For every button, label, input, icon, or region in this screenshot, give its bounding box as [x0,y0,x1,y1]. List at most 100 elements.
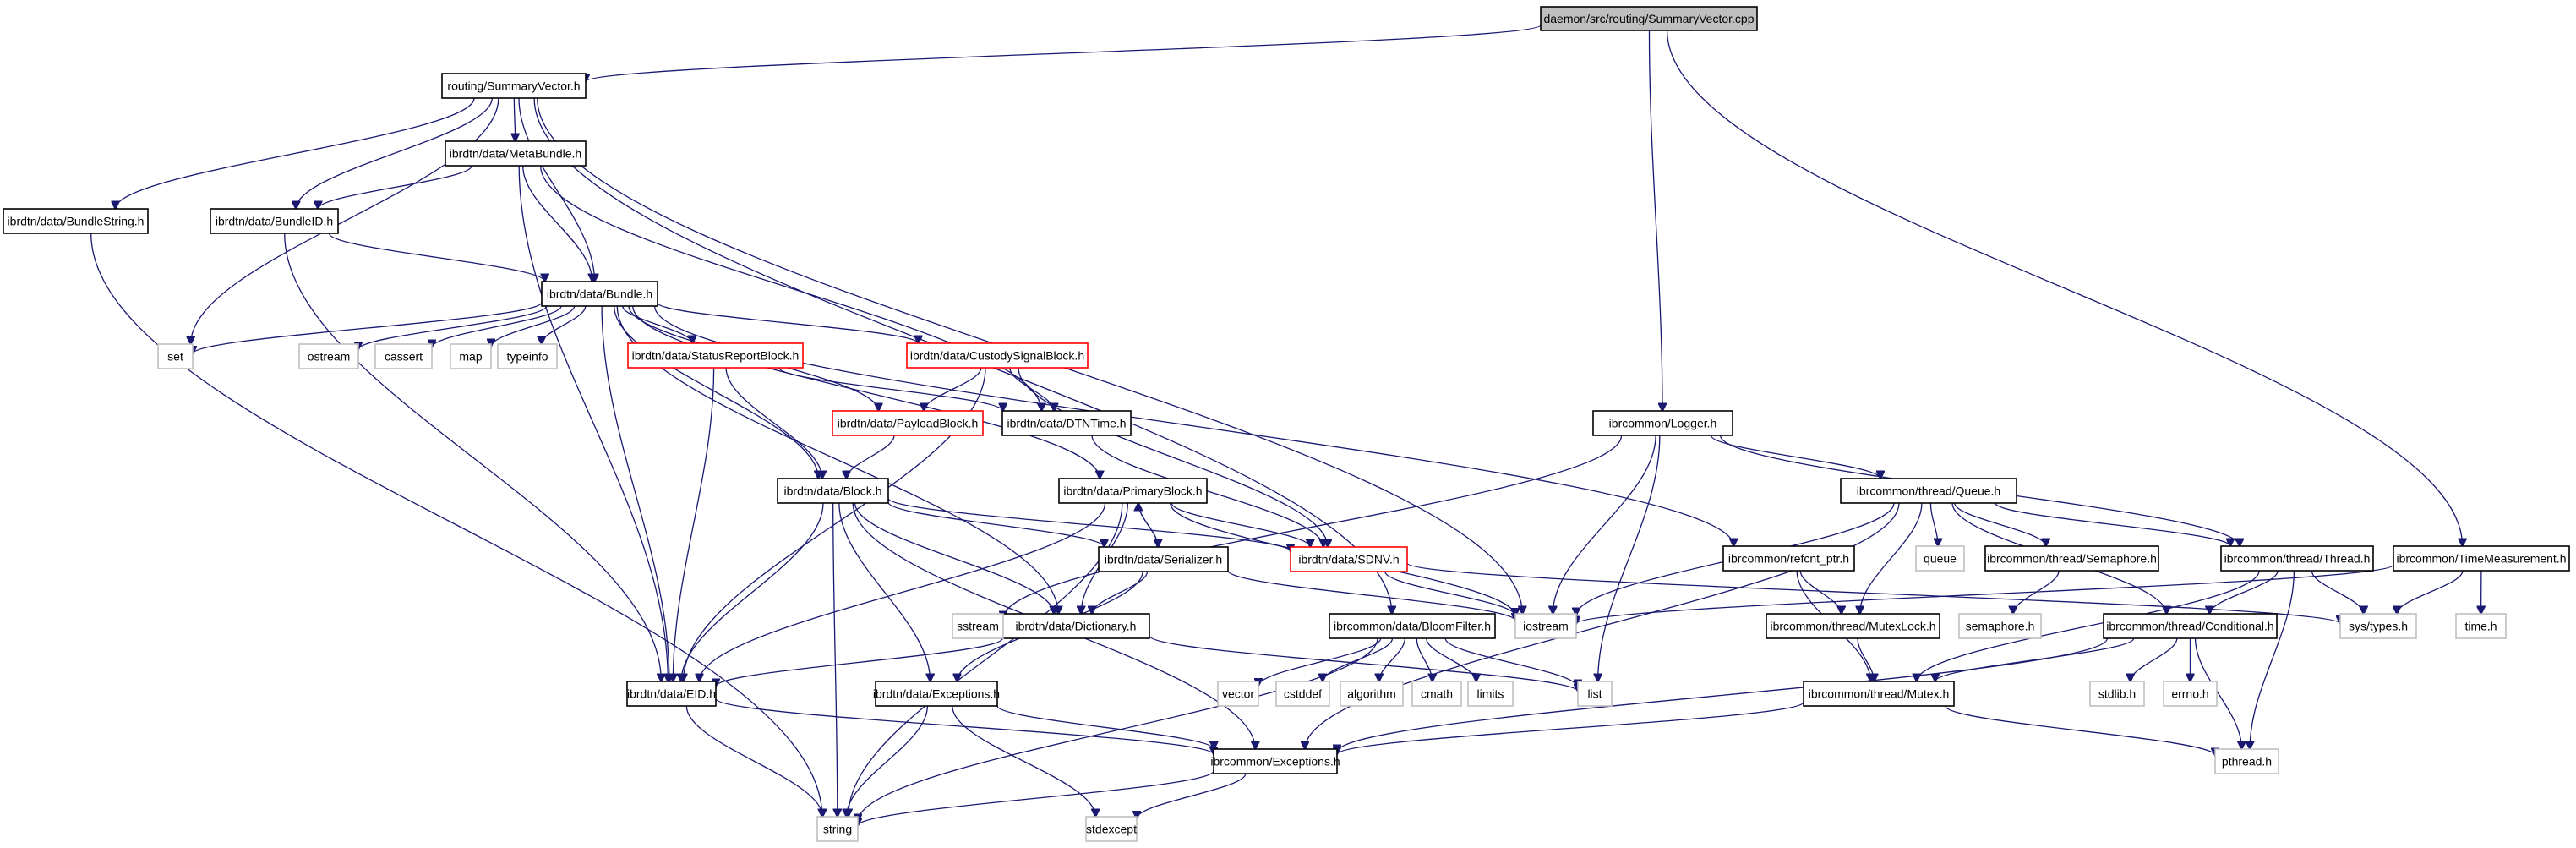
node-label-map: map [459,350,482,364]
node-mutexlock[interactable]: ibrcommon/thread/MutexLock.h [1766,613,1940,639]
edge-conditional-to-mutex [1935,637,2135,681]
node-box-sv [441,73,587,99]
node-bloom[interactable]: ibrcommon/data/BloomFilter.h [1329,613,1496,639]
node-box-vector [1217,681,1259,707]
node-label-queue: queue [1924,552,1957,566]
node-label-dictionary: ibrdtn/data/Dictionary.h [1016,620,1137,633]
node-refcnt[interactable]: ibrcommon/refcnt_ptr.h [1722,545,1855,572]
edge-cpp-to-logger [1648,30,1662,411]
edge-block-to-dtnexceptions [838,502,931,681]
node-box-cpp [1540,6,1758,31]
node-box-stdlib [2089,681,2145,707]
edge-timemeas-to-systypes [2397,570,2464,614]
node-semaphore: semaphore.h [1958,613,2042,639]
node-label-custody: ibrdtn/data/CustodySignalBlock.h [910,349,1084,363]
node-box-ostream [298,343,359,369]
node-box-commonexceptions [1213,748,1338,774]
node-label-time: time.h [2464,620,2497,633]
edge-bundle-to-cassert [432,305,562,347]
node-box-mutexlock [1766,613,1940,639]
node-cpp[interactable]: daemon/src/routing/SummaryVector.cpp [1540,6,1758,31]
node-box-cmath [1411,681,1462,707]
node-primary[interactable]: ibrdtn/data/PrimaryBlock.h [1058,478,1208,504]
node-mutex[interactable]: ibrcommon/thread/Mutex.h [1803,681,1955,707]
node-label-limits: limits [1477,687,1504,701]
node-eid[interactable]: ibrdtn/data/EID.h [626,681,717,707]
node-label-bundleid: ibrdtn/data/BundleID.h [216,215,333,228]
edge-block-to-eid [681,502,824,681]
node-bundle[interactable]: ibrdtn/data/Bundle.h [541,281,658,307]
node-label-iostream: iostream [1523,620,1569,633]
node-metabundle[interactable]: ibrdtn/data/MetaBundle.h [445,140,587,167]
node-cmath: cmath [1411,681,1462,707]
node-conditional[interactable]: ibrcommon/thread/Conditional.h [2103,613,2278,639]
node-label-stdexcept: stdexcept [1086,823,1137,836]
node-box-serializer [1098,546,1229,572]
edge-bundle-to-block [614,305,819,479]
node-dtnexceptions[interactable]: ibrdtn/data/Exceptions.h [873,681,1000,707]
edge-logger-to-queue_h [1710,435,1880,479]
node-commonexceptions[interactable]: ibrcommon/Exceptions.h [1210,748,1340,774]
node-layer: daemon/src/routing/SummaryVector.cpp rout… [3,6,2570,842]
edge-metabundle-to-eid [518,165,668,681]
node-dictionary[interactable]: ibrdtn/data/Dictionary.h [1001,613,1150,639]
node-queue_h[interactable]: ibrcommon/thread/Queue.h [1840,478,2017,504]
node-label-string: string [823,823,852,836]
node-bundlestring[interactable]: ibrdtn/data/BundleString.h [3,208,149,234]
node-statusreport[interactable]: ibrdtn/data/StatusReportBlock.h [627,342,804,369]
edge-bundlestring-to-string [90,233,822,817]
node-dtntime[interactable]: ibrdtn/data/DTNTime.h [1001,410,1132,436]
node-time: time.h [2455,613,2507,639]
node-label-queue_h: ibrcommon/thread/Queue.h [1857,484,2000,498]
edge-dictionary-to-list [1149,635,1578,692]
edge-bundleid-to-bundle [328,233,544,282]
node-payload[interactable]: ibrdtn/data/PayloadBlock.h [832,410,984,436]
node-thread[interactable]: ibrcommon/thread/Thread.h [2220,545,2374,572]
node-box-block [777,478,889,504]
edge-queue_h-to-queue [1929,502,1938,546]
node-box-bloom [1329,613,1496,639]
node-label-systypes: sys/types.h [2349,620,2408,633]
node-box-dtntime [1001,410,1132,436]
node-label-serializer: ibrdtn/data/Serializer.h [1105,553,1222,566]
node-systypes: sys/types.h [2339,613,2417,639]
node-label-ostream: ostream [308,350,351,364]
node-label-stdlib: stdlib.h [2098,687,2136,701]
node-label-pthread: pthread.h [2222,755,2272,769]
node-iostream: iostream [1514,613,1577,639]
node-sstream: sstream [952,613,1004,639]
edge-bundleid-to-eid [284,233,662,681]
edge-bloom-to-algorithm [1379,637,1405,681]
node-custody[interactable]: ibrdtn/data/CustodySignalBlock.h [906,342,1089,369]
node-box-timemeas [2393,545,2570,572]
node-sdnv[interactable]: ibrdtn/data/SDNV.h [1290,546,1408,572]
node-box-semaphore_h [1984,545,2159,572]
node-set: set [157,343,194,369]
node-label-cassert: cassert [385,350,423,364]
node-label-cmath: cmath [1421,687,1453,701]
edge-conditional-to-commonexceptions [1337,637,2109,752]
node-box-queue [1915,545,1965,572]
node-logger[interactable]: ibrcommon/Logger.h [1592,410,1733,436]
node-bundleid[interactable]: ibrdtn/data/BundleID.h [210,208,339,234]
edge-block-to-string [832,502,838,817]
node-sv[interactable]: routing/SummaryVector.h [441,73,587,99]
node-algorithm: algorithm [1340,681,1404,707]
node-box-metabundle [445,140,587,167]
edge-bundle-to-typeinfo [542,305,587,344]
edge-thread-to-mutex [1917,570,2260,681]
node-semaphore_h[interactable]: ibrcommon/thread/Semaphore.h [1984,545,2159,572]
node-label-dtntime: ibrdtn/data/DTNTime.h [1007,417,1126,430]
node-label-mutex: ibrcommon/thread/Mutex.h [1809,687,1950,701]
node-stdlib: stdlib.h [2089,681,2145,707]
edge-bundle-to-eid [601,305,669,681]
node-serializer[interactable]: ibrdtn/data/Serializer.h [1098,546,1229,572]
node-block[interactable]: ibrdtn/data/Block.h [777,478,889,504]
node-label-sstream: sstream [957,620,999,633]
node-label-timemeas: ibrcommon/TimeMeasurement.h [2397,552,2567,566]
node-timemeas[interactable]: ibrcommon/TimeMeasurement.h [2393,545,2570,572]
node-label-errno: errno.h [2171,687,2208,701]
edge-sdnv-to-iostream [1384,571,1515,615]
edge-bundle-to-refcnt [654,305,1734,546]
